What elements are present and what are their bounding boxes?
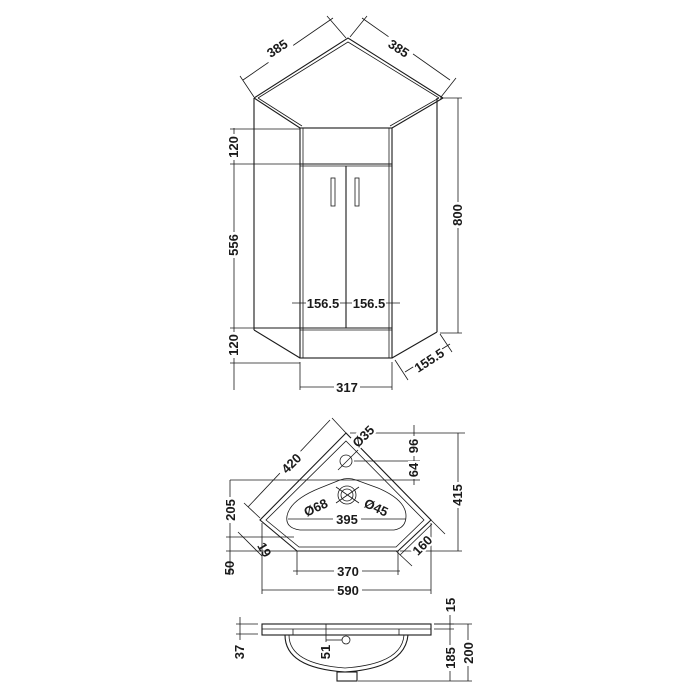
label-tap-hole-from-back: 96	[406, 439, 421, 453]
label-rim-thickness: 15	[443, 598, 458, 612]
label-tap-hole-to-bowl: 64	[406, 462, 421, 477]
label-front-edge-offset: 50	[222, 561, 237, 575]
label-side-face-width: 155.5	[412, 345, 447, 375]
label-rim-step: 37	[232, 645, 247, 659]
label-bowl-depth: 185	[443, 647, 458, 669]
label-waste-outer-diameter: Ø68	[301, 496, 330, 520]
cabinet-elevation	[230, 15, 462, 390]
label-tap-hole-diameter: Ø35	[349, 422, 377, 450]
basin-side-elevation	[236, 600, 472, 682]
label-front-corner-offset: 19	[254, 540, 274, 560]
waste-inner-icon	[340, 488, 354, 502]
label-total-height: 800	[450, 204, 465, 226]
label-front-flat-width: 370	[337, 564, 359, 579]
label-door-height: 556	[226, 234, 241, 256]
label-overflow-drop: 51	[318, 645, 333, 659]
label-overall-width: 590	[337, 583, 359, 598]
tap-hole-icon	[339, 454, 353, 468]
label-right-door-width: 156.5	[353, 296, 386, 311]
basin-side-labels: 15 37 51 185 200	[232, 595, 476, 671]
cabinet-labels: 385 385 120 556 120 800 156.5 156.5 317 …	[226, 31, 466, 395]
waste-outer-icon	[337, 485, 357, 505]
label-side-depth: 205	[223, 499, 238, 521]
label-bowl-width: 395	[336, 512, 358, 527]
label-drawer-height: 120	[226, 136, 241, 158]
left-door-handle-icon	[330, 177, 336, 207]
label-front-width: 317	[336, 380, 358, 395]
basin-plan-view	[226, 417, 465, 594]
right-door-handle-icon	[354, 177, 360, 207]
overflow-hole-icon	[341, 635, 351, 645]
basin-plan-labels: 420 Ø35 96 64 415 205 Ø68 Ø45 395 19 160…	[222, 421, 467, 598]
label-left-door-width: 156.5	[307, 296, 340, 311]
label-plinth-height: 120	[226, 334, 241, 356]
label-overall-height: 200	[461, 642, 476, 664]
label-waste-inner-diameter: Ø45	[362, 496, 391, 520]
label-total-depth: 415	[450, 484, 465, 506]
